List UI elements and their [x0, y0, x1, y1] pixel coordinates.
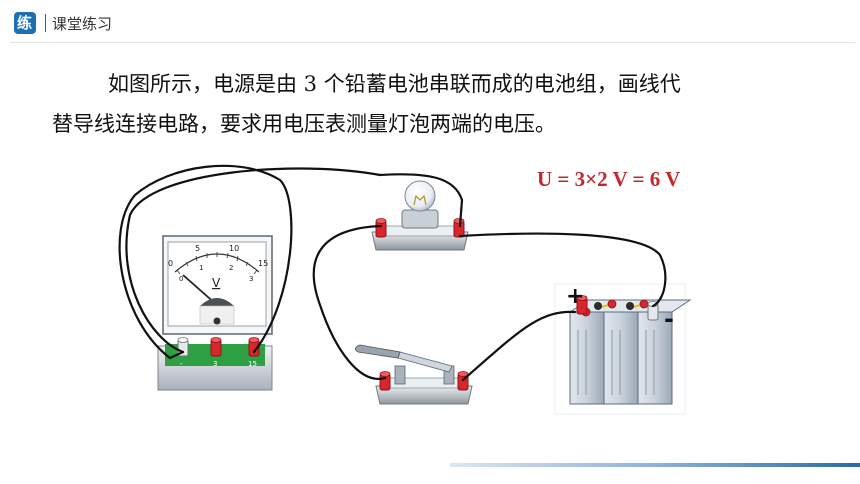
battery-pack: + -: [554, 283, 692, 415]
header-divider: [10, 42, 855, 43]
switch-base-top: [379, 377, 469, 389]
terminal-label-15: 15: [248, 360, 257, 368]
scale-bottom-3: 3: [249, 275, 253, 283]
voltmeter-zero-screw: [213, 317, 221, 325]
wire-lamp-right-to-battery-plus: [458, 232, 667, 308]
scale-top-15: 15: [258, 259, 268, 268]
wire-lamp-left-to-switch: [312, 224, 387, 380]
logo-glyph: 练: [17, 14, 33, 32]
voltmeter-pivot-cover: [200, 298, 234, 306]
battery-positive-terminal[interactable]: [576, 295, 588, 315]
battery-cell-3: [637, 311, 673, 405]
lamp-bulb: [404, 180, 436, 212]
question-line-2: 替导线连接电路，要求用电压表测量灯泡两端的电压。: [52, 112, 556, 136]
header-separator: [45, 14, 46, 32]
switch-handle[interactable]: [355, 344, 401, 359]
battery-plus-sign: +: [566, 284, 584, 309]
scale-top-5: 5: [195, 244, 200, 253]
footer-accent-bar: [450, 463, 860, 467]
terminal-label-negative: -: [180, 360, 183, 368]
lamp: [371, 180, 469, 251]
lamp-terminal-right[interactable]: [453, 218, 465, 238]
scale-bottom-2: 2: [229, 264, 233, 272]
answer-formula: U = 3×2 V = 6 V: [537, 167, 681, 191]
switch-blade: [397, 351, 453, 373]
voltmeter-unit: V: [212, 276, 221, 290]
scale-bottom-0: 0: [179, 275, 183, 283]
voltmeter-terminal-3v[interactable]: [210, 337, 222, 357]
question-text: 如图所示，电源是由 3 个铅蓄电池串联而成的电池组，画线代 替导线连接电路，要求…: [52, 64, 822, 144]
wire-switch-right-to-battery-minus: [461, 310, 577, 382]
wire-voltmeter-15-to-lamp-right: [118, 164, 293, 360]
voltmeter-terminal-15v[interactable]: [248, 337, 260, 357]
header: 练 课堂练习: [0, 0, 860, 44]
scale-top-0: 0: [168, 259, 173, 268]
battery-minus-sign: -: [664, 305, 674, 333]
lamp-socket: [401, 209, 439, 229]
circuit-diagram: 0 5 10 15 0 1 2 3 V - 3 15: [118, 164, 692, 415]
lesson-logo-icon: 练: [14, 12, 36, 34]
battery-cell-1: [569, 311, 605, 405]
wire-voltmeter-negative-loop: [125, 167, 464, 354]
section-title: 课堂练习: [52, 15, 113, 33]
battery-terminals: [581, 299, 656, 318]
switch-terminal-left[interactable]: [379, 371, 391, 391]
voltmeter-ticks: [176, 252, 258, 275]
switch-hinge: [394, 365, 406, 385]
knife-switch[interactable]: [355, 344, 473, 405]
wires: [118, 164, 667, 382]
lamp-terminal-left[interactable]: [375, 218, 387, 238]
battery-cell-2: [603, 311, 639, 405]
scale-top-10: 10: [229, 244, 239, 253]
voltmeter: 0 5 10 15 0 1 2 3 V - 3 15: [157, 235, 273, 391]
scale-bottom-1: 1: [199, 264, 203, 272]
terminal-label-3: 3: [213, 360, 217, 368]
battery-ribs: [577, 330, 655, 395]
question-line-1: 如图所示，电源是由 3 个铅蓄电池串联而成的电池组，画线代: [108, 72, 681, 96]
lamp-filament: [413, 194, 427, 206]
